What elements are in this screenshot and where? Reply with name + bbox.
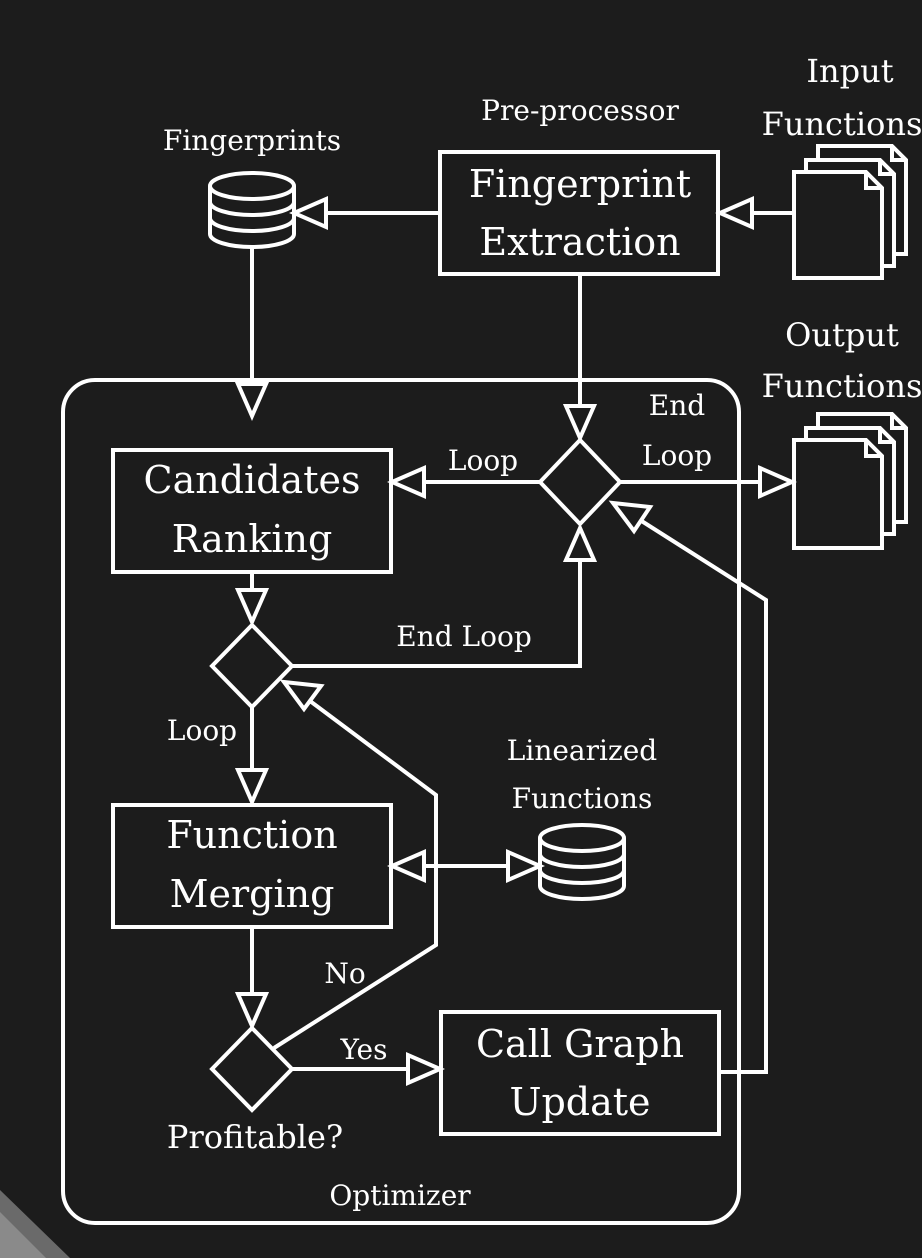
fingerprint-extraction-line1: Fingerprint: [469, 162, 691, 206]
linearized-functions-label-line1: Linearized: [507, 734, 658, 767]
arrow-merging-linearized: [387, 848, 545, 884]
end-loop-label-top-line1: End: [649, 389, 705, 422]
loop-label-mid: Loop: [167, 714, 237, 747]
database-icon: [208, 171, 296, 249]
arrow-yes-to-callgraph: [292, 1051, 445, 1087]
fingerprint-extraction-line2: Extraction: [479, 220, 680, 264]
database-icon: [538, 823, 626, 901]
document-stack-icon: [792, 412, 908, 550]
arrow-loop-to-ranking: [387, 464, 540, 500]
arrow-endloop-to-loop-diamond: [292, 523, 598, 668]
arrow-ranking-to-diamond: [234, 572, 270, 627]
arrow-input-to-extraction: [715, 195, 794, 231]
function-merging-line1: Function: [166, 813, 337, 857]
arrow-no-to-candidate-diamond: [272, 679, 438, 1050]
corner-decoration-inner: [0, 1212, 46, 1258]
profitable-decision-diamond: [209, 1025, 295, 1113]
pre-processor-label: Pre-processor: [481, 94, 679, 127]
arrow-callgraph-to-loop-diamond: [608, 500, 768, 1074]
fingerprint-extraction-box: Fingerprint Extraction: [438, 150, 720, 276]
arrow-merging-to-profitable: [234, 927, 270, 1031]
end-loop-label-top-line2: Loop: [642, 439, 712, 472]
candidates-ranking-line1: Candidates: [144, 458, 361, 502]
call-graph-update-box: Call Graph Update: [439, 1010, 721, 1136]
candidates-ranking-line2: Ranking: [172, 517, 333, 561]
arrow-diamond-to-merging: [234, 707, 270, 807]
profitable-label: Profitable?: [167, 1118, 343, 1156]
input-functions-label-line2: Functions: [762, 105, 922, 143]
candidates-ranking-box: Candidates Ranking: [111, 448, 393, 574]
candidate-decision-diamond: [209, 622, 295, 710]
loop-label-top: Loop: [448, 444, 518, 477]
input-functions-group: Input Functions: [762, 52, 922, 280]
no-label: No: [324, 957, 365, 990]
optimizer-container: [61, 378, 741, 1225]
loop-decision-diamond: [537, 437, 623, 527]
output-functions-group: Output Functions: [762, 316, 922, 550]
call-graph-update-line2: Update: [509, 1080, 650, 1124]
arrow-extraction-to-loop-diamond: [562, 274, 598, 443]
arrow-endloop-to-output: [620, 464, 797, 500]
end-loop-label-mid: End Loop: [396, 620, 532, 653]
fingerprints-label: Fingerprints: [163, 124, 341, 157]
document-stack-icon: [792, 144, 908, 280]
function-merging-line2: Merging: [170, 872, 335, 916]
output-functions-label-line1: Output: [785, 316, 899, 354]
call-graph-update-line1: Call Graph: [476, 1022, 684, 1066]
linearized-functions-label-line2: Functions: [512, 782, 653, 815]
input-functions-label-line1: Input: [806, 52, 893, 90]
function-merging-box: Function Merging: [111, 803, 393, 929]
output-functions-label-line2: Functions: [762, 367, 922, 405]
yes-label: Yes: [340, 1033, 388, 1066]
arrow-fingerprints-to-ranking: [234, 248, 270, 421]
arrow-extraction-to-fingerprints: [289, 195, 440, 231]
optimizer-label: Optimizer: [329, 1179, 471, 1212]
